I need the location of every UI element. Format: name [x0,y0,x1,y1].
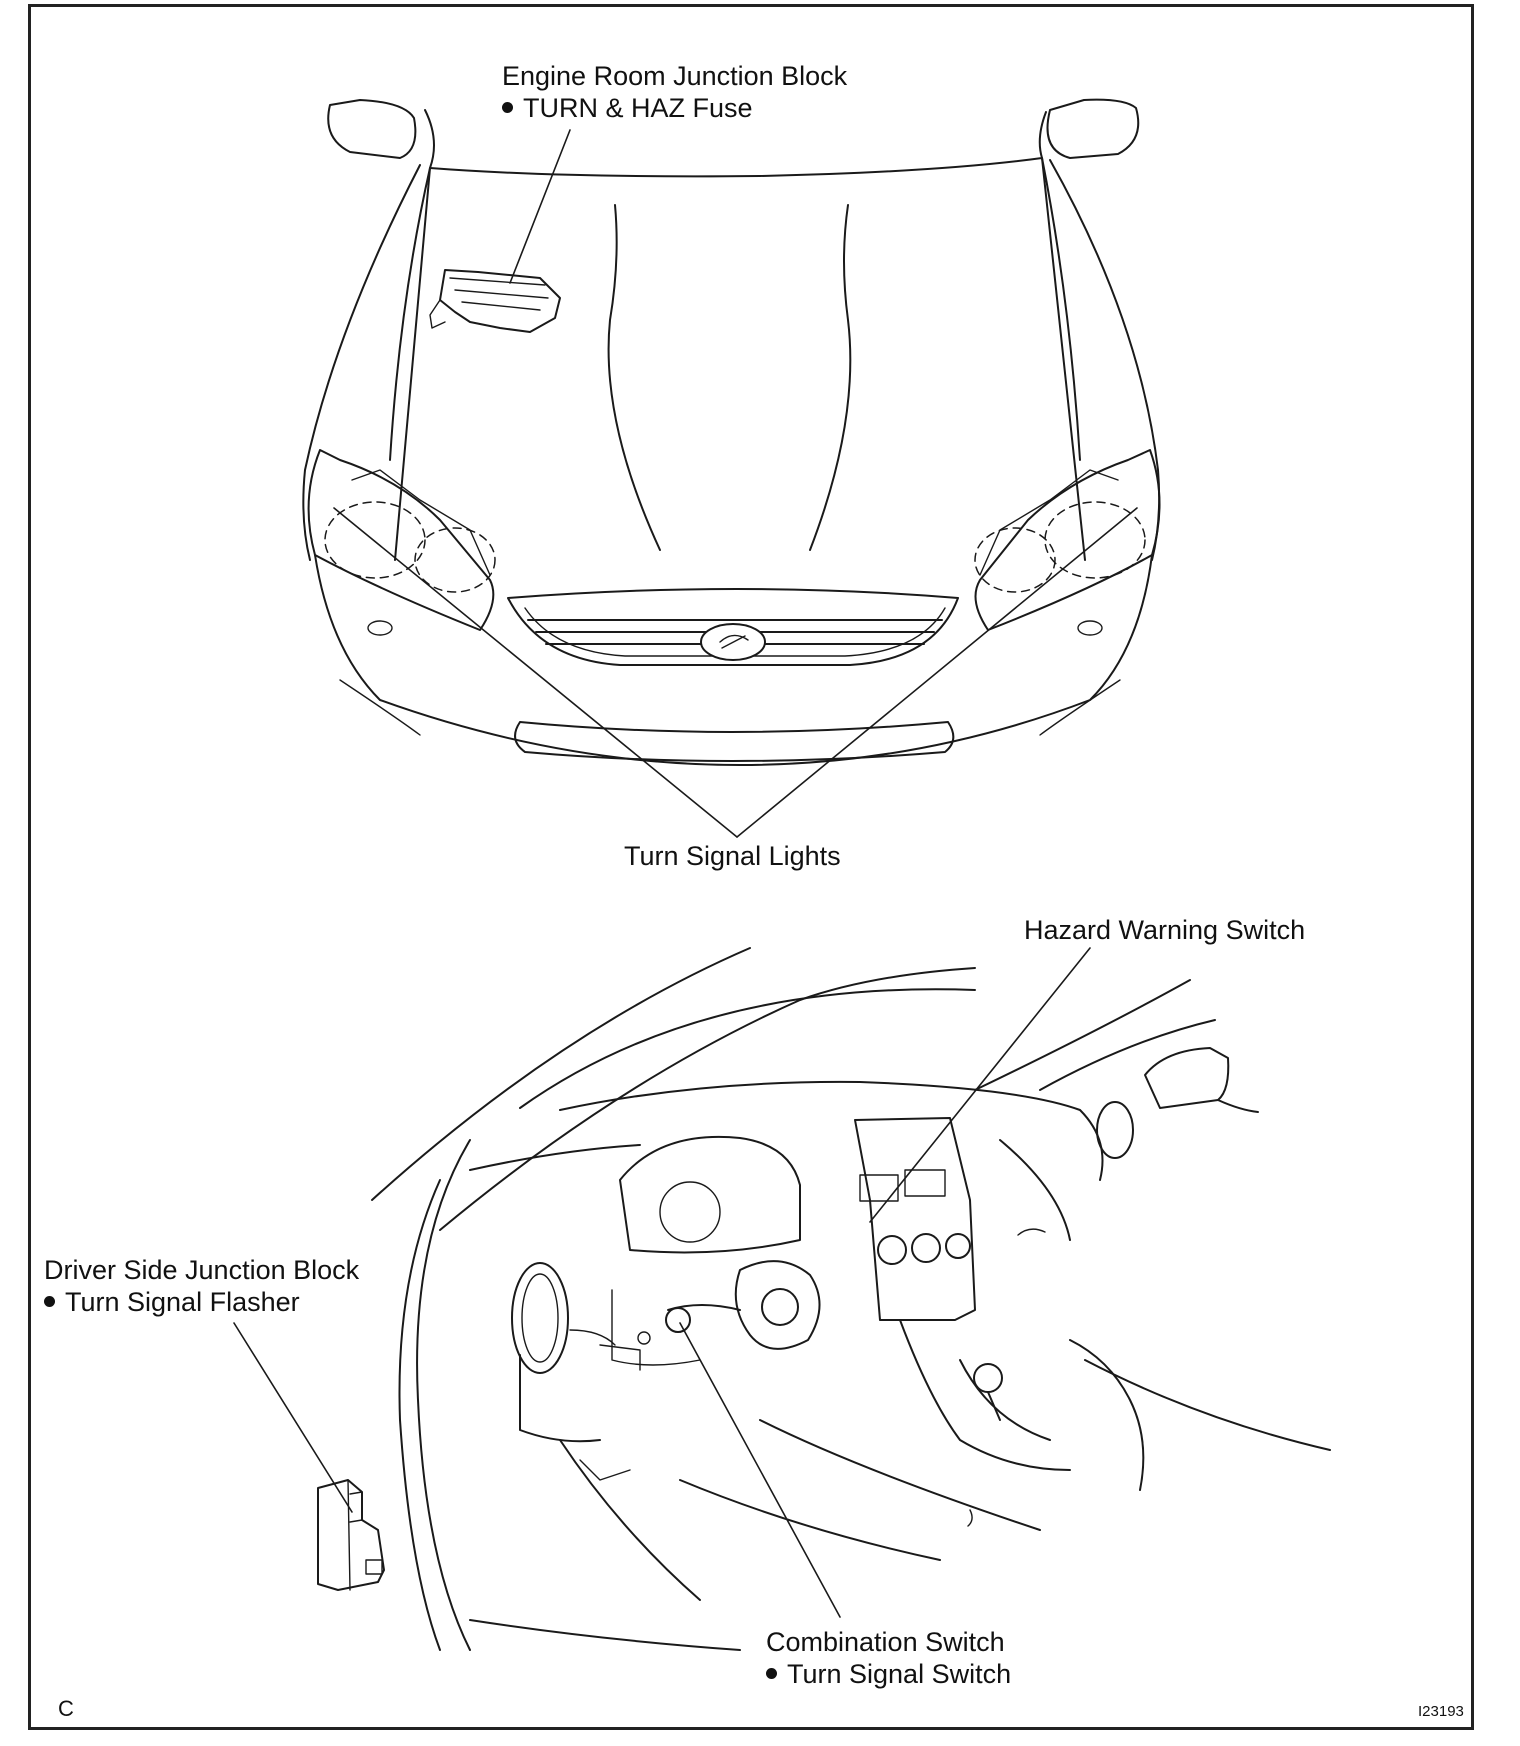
bullet-icon [44,1296,55,1308]
turn-signal-lights-label: Turn Signal Lights [624,841,841,871]
turn-haz-fuse-label: TURN & HAZ Fuse [523,93,753,123]
hazard-warning-switch-label: Hazard Warning Switch [1024,915,1306,945]
bullet-icon [502,102,513,114]
corner-code: C [58,1696,74,1721]
interior-illustration [317,947,1331,1651]
turn-signal-switch-label: Turn Signal Switch [787,1659,1012,1689]
leader-lines [233,129,1138,1618]
engine-room-junction-block-label: Engine Room Junction Block TURN & HAZ Fu… [502,61,848,123]
figure-id: I23193 [1418,1703,1464,1720]
car-front-illustration [302,98,1161,766]
driver-side-junction-block-label: Driver Side Junction Block Turn Signal F… [44,1255,360,1317]
combination-switch-label: Combination Switch Turn Signal Switch [766,1627,1012,1689]
figure-frame [28,4,1474,1730]
bullet-icon [766,1668,777,1680]
turn-signal-flasher-label: Turn Signal Flasher [65,1287,300,1317]
